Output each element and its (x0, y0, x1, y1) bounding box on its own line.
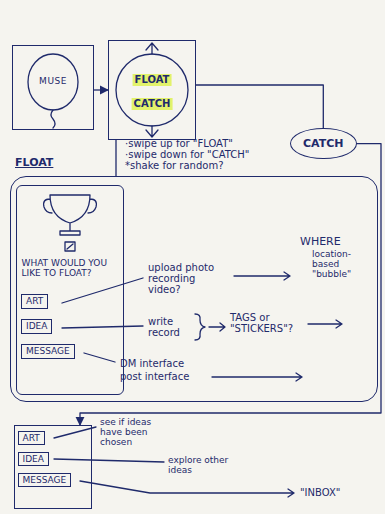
up-arrow (146, 43, 158, 54)
note-text: ·swipe down for "CATCH" (125, 149, 249, 160)
node-text: IDEA (23, 454, 44, 465)
node-text: CATCH (303, 137, 344, 150)
trophy-icon (44, 195, 97, 235)
arrow-inbox (80, 481, 294, 497)
arrow-tags (209, 323, 225, 331)
down-arrow (146, 126, 158, 137)
node-text: MESSAGE (23, 475, 67, 486)
note-text: DM interface (120, 358, 184, 369)
option-box: IDEA (21, 319, 52, 334)
connector (196, 85, 323, 128)
node-text: ART (23, 433, 40, 444)
note-text: write record (148, 316, 190, 338)
balloon-drawing (28, 54, 78, 110)
node-subtext: CATCH (132, 98, 173, 110)
note-text: location-based "bubble" (312, 250, 374, 280)
option-box: ART (18, 431, 45, 446)
arrow-post (212, 373, 302, 381)
node-text: FLOAT (15, 156, 53, 169)
phone-frame: WHAT WOULD YOU LIKE TO FLOAT? ART IDEA MESS… (16, 185, 124, 395)
leader-message (84, 353, 115, 362)
note-text: explore other ideas (168, 456, 248, 476)
leader-idea (62, 326, 143, 328)
float-catch-circle (116, 54, 188, 126)
muse-box: MUSE (12, 45, 94, 130)
connector (94, 89, 108, 90)
catch-frame: ART IDEA MESSAGE (14, 425, 92, 509)
node-text: ART (26, 296, 43, 307)
float-region: FLOATWHAT WOULD YOU LIKE TO FLOAT?ARTIDE… (10, 176, 378, 402)
node-text: MUSE (39, 76, 67, 87)
note-text: upload photo recording video? (148, 262, 228, 295)
note-text: TAGS or "STICKERS"? (230, 312, 306, 334)
float-catch-box: FLOAT CATCH (108, 40, 196, 140)
catch-circle: CATCH (290, 128, 357, 159)
note-text: see if ideas have been chosen (100, 418, 162, 448)
node-text: IDEA (26, 321, 47, 332)
leader-art (62, 278, 143, 303)
note-text: WHERE (300, 236, 341, 248)
option-box: IDEA (18, 452, 49, 467)
balloon-string (51, 110, 55, 128)
note-text: "INBOX" (300, 487, 340, 498)
node-text: WHAT WOULD YOU LIKE TO FLOAT? (22, 258, 120, 280)
option-box: MESSAGE (18, 473, 72, 488)
leader-art-2 (54, 427, 96, 438)
node-text: MESSAGE (26, 346, 70, 357)
brace (195, 314, 205, 340)
card-mark (67, 244, 73, 249)
connector (115, 140, 116, 176)
option-box: ART (21, 294, 48, 309)
node-text: FLOAT (133, 74, 172, 86)
arrow-tags-out (308, 320, 342, 328)
leader-idea-2 (54, 459, 164, 462)
note-text: *shake for random? (125, 160, 223, 171)
note-text: ·swipe up for "FLOAT" (125, 138, 233, 149)
arrow-upload (234, 272, 290, 280)
card-icon (65, 242, 75, 251)
note-text: post interface (120, 371, 189, 382)
connector (80, 144, 381, 425)
option-box: MESSAGE (21, 344, 75, 359)
